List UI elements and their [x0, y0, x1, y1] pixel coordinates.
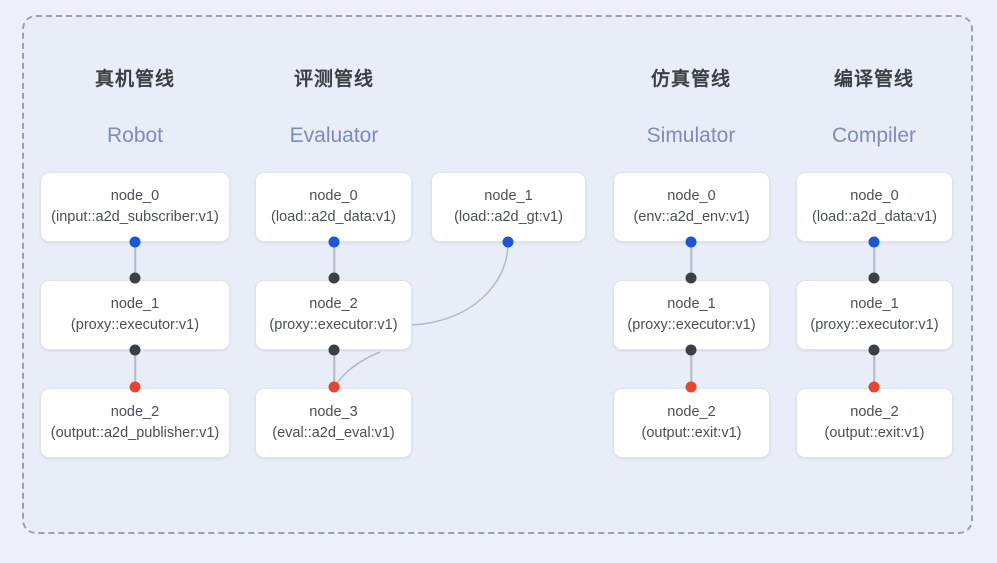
node-input-dot[interactable]	[129, 272, 141, 284]
node-name: node_0	[667, 187, 716, 204]
connector-line	[134, 350, 136, 386]
connector-line	[333, 242, 335, 278]
node-name: node_1	[667, 295, 716, 312]
column-title-compiler: 编译管线	[833, 69, 914, 90]
node-card[interactable]: node_1 (proxy::executor:v1)	[40, 280, 230, 350]
node-input-dot[interactable]	[129, 381, 141, 393]
node-name: node_2	[850, 403, 899, 420]
node-output-dot[interactable]	[868, 236, 880, 248]
node-card[interactable]: node_0 (input::a2d_subscriber:v1)	[40, 172, 230, 242]
column-title-robot: 真机管线	[94, 69, 175, 90]
connector-line	[873, 350, 875, 387]
node-name: node_1	[110, 295, 160, 312]
connector-line	[690, 350, 692, 387]
node-branch-output-dot[interactable]	[502, 236, 514, 248]
node-name: node_2	[667, 403, 716, 420]
node-name: node_0	[110, 187, 160, 204]
node-output-dot[interactable]	[868, 344, 880, 356]
node-input-dot[interactable]	[685, 381, 697, 393]
column-title-evaluator: 评测管线	[293, 69, 374, 90]
node-name: node_1	[484, 187, 533, 204]
node-type: (proxy::executor:v1)	[269, 316, 398, 333]
node-card[interactable]: node_1 (proxy::executor:v1)	[613, 280, 770, 350]
node-output-dot[interactable]	[328, 344, 340, 356]
node-type: (output::exit:v1)	[824, 424, 925, 441]
node-name: node_3	[309, 403, 358, 420]
node-name: node_2	[309, 295, 358, 312]
node-card[interactable]: node_2 (output::exit:v1)	[796, 388, 953, 458]
node-input-dot[interactable]	[328, 272, 340, 284]
node-card[interactable]: node_1 (proxy::executor:v1)	[796, 280, 953, 350]
node-input-dot[interactable]	[328, 381, 340, 393]
node-type: (load::a2d_data:v1)	[271, 208, 396, 225]
connector-line	[333, 350, 335, 387]
node-card[interactable]: node_2 (output::a2d_publisher:v1)	[40, 388, 230, 458]
node-type: (load::a2d_gt:v1)	[454, 208, 563, 225]
connector-line	[873, 242, 875, 278]
node-output-dot[interactable]	[129, 236, 141, 248]
node-type: (proxy::executor:v1)	[627, 316, 756, 333]
node-type: (eval::a2d_eval:v1)	[272, 424, 395, 441]
node-name: node_1	[850, 295, 899, 312]
connector-line	[134, 242, 136, 278]
node-card[interactable]: node_0 (load::a2d_data:v1)	[796, 172, 953, 242]
node-type: (proxy::executor:v1)	[70, 316, 200, 333]
column-subtitle-robot: Robot	[106, 124, 164, 147]
node-card[interactable]: node_2 (output::exit:v1)	[613, 388, 770, 458]
node-name: node_0	[309, 187, 358, 204]
node-card[interactable]: node_2 (proxy::executor:v1)	[255, 280, 412, 350]
node-output-dot[interactable]	[685, 344, 697, 356]
node-input-dot[interactable]	[868, 381, 880, 393]
node-type: (env::a2d_env:v1)	[633, 208, 750, 225]
node-type: (output::exit:v1)	[641, 424, 742, 441]
node-name: node_0	[850, 187, 899, 204]
node-type: (load::a2d_data:v1)	[812, 208, 937, 225]
node-output-dot[interactable]	[129, 344, 141, 356]
column-subtitle-compiler: Compiler	[831, 124, 917, 147]
node-card[interactable]: node_3 (eval::a2d_eval:v1)	[255, 388, 412, 458]
connector-line	[690, 242, 692, 278]
column-subtitle-evaluator: Evaluator	[289, 124, 379, 147]
node-type: (proxy::executor:v1)	[810, 316, 939, 333]
node-input-dot[interactable]	[685, 272, 697, 284]
node-output-dot[interactable]	[685, 236, 697, 248]
node-type: (input::a2d_subscriber:v1)	[51, 208, 219, 225]
node-type: (output::a2d_publisher:v1)	[50, 424, 220, 441]
column-subtitle-simulator: Simulator	[646, 124, 736, 147]
node-card-branch[interactable]: node_1 (load::a2d_gt:v1)	[431, 172, 586, 242]
column-title-simulator: 仿真管线	[650, 69, 731, 90]
node-card[interactable]: node_0 (env::a2d_env:v1)	[613, 172, 770, 242]
node-input-dot[interactable]	[868, 272, 880, 284]
node-card[interactable]: node_0 (load::a2d_data:v1)	[255, 172, 412, 242]
node-output-dot[interactable]	[328, 236, 340, 248]
node-name: node_2	[110, 403, 160, 420]
